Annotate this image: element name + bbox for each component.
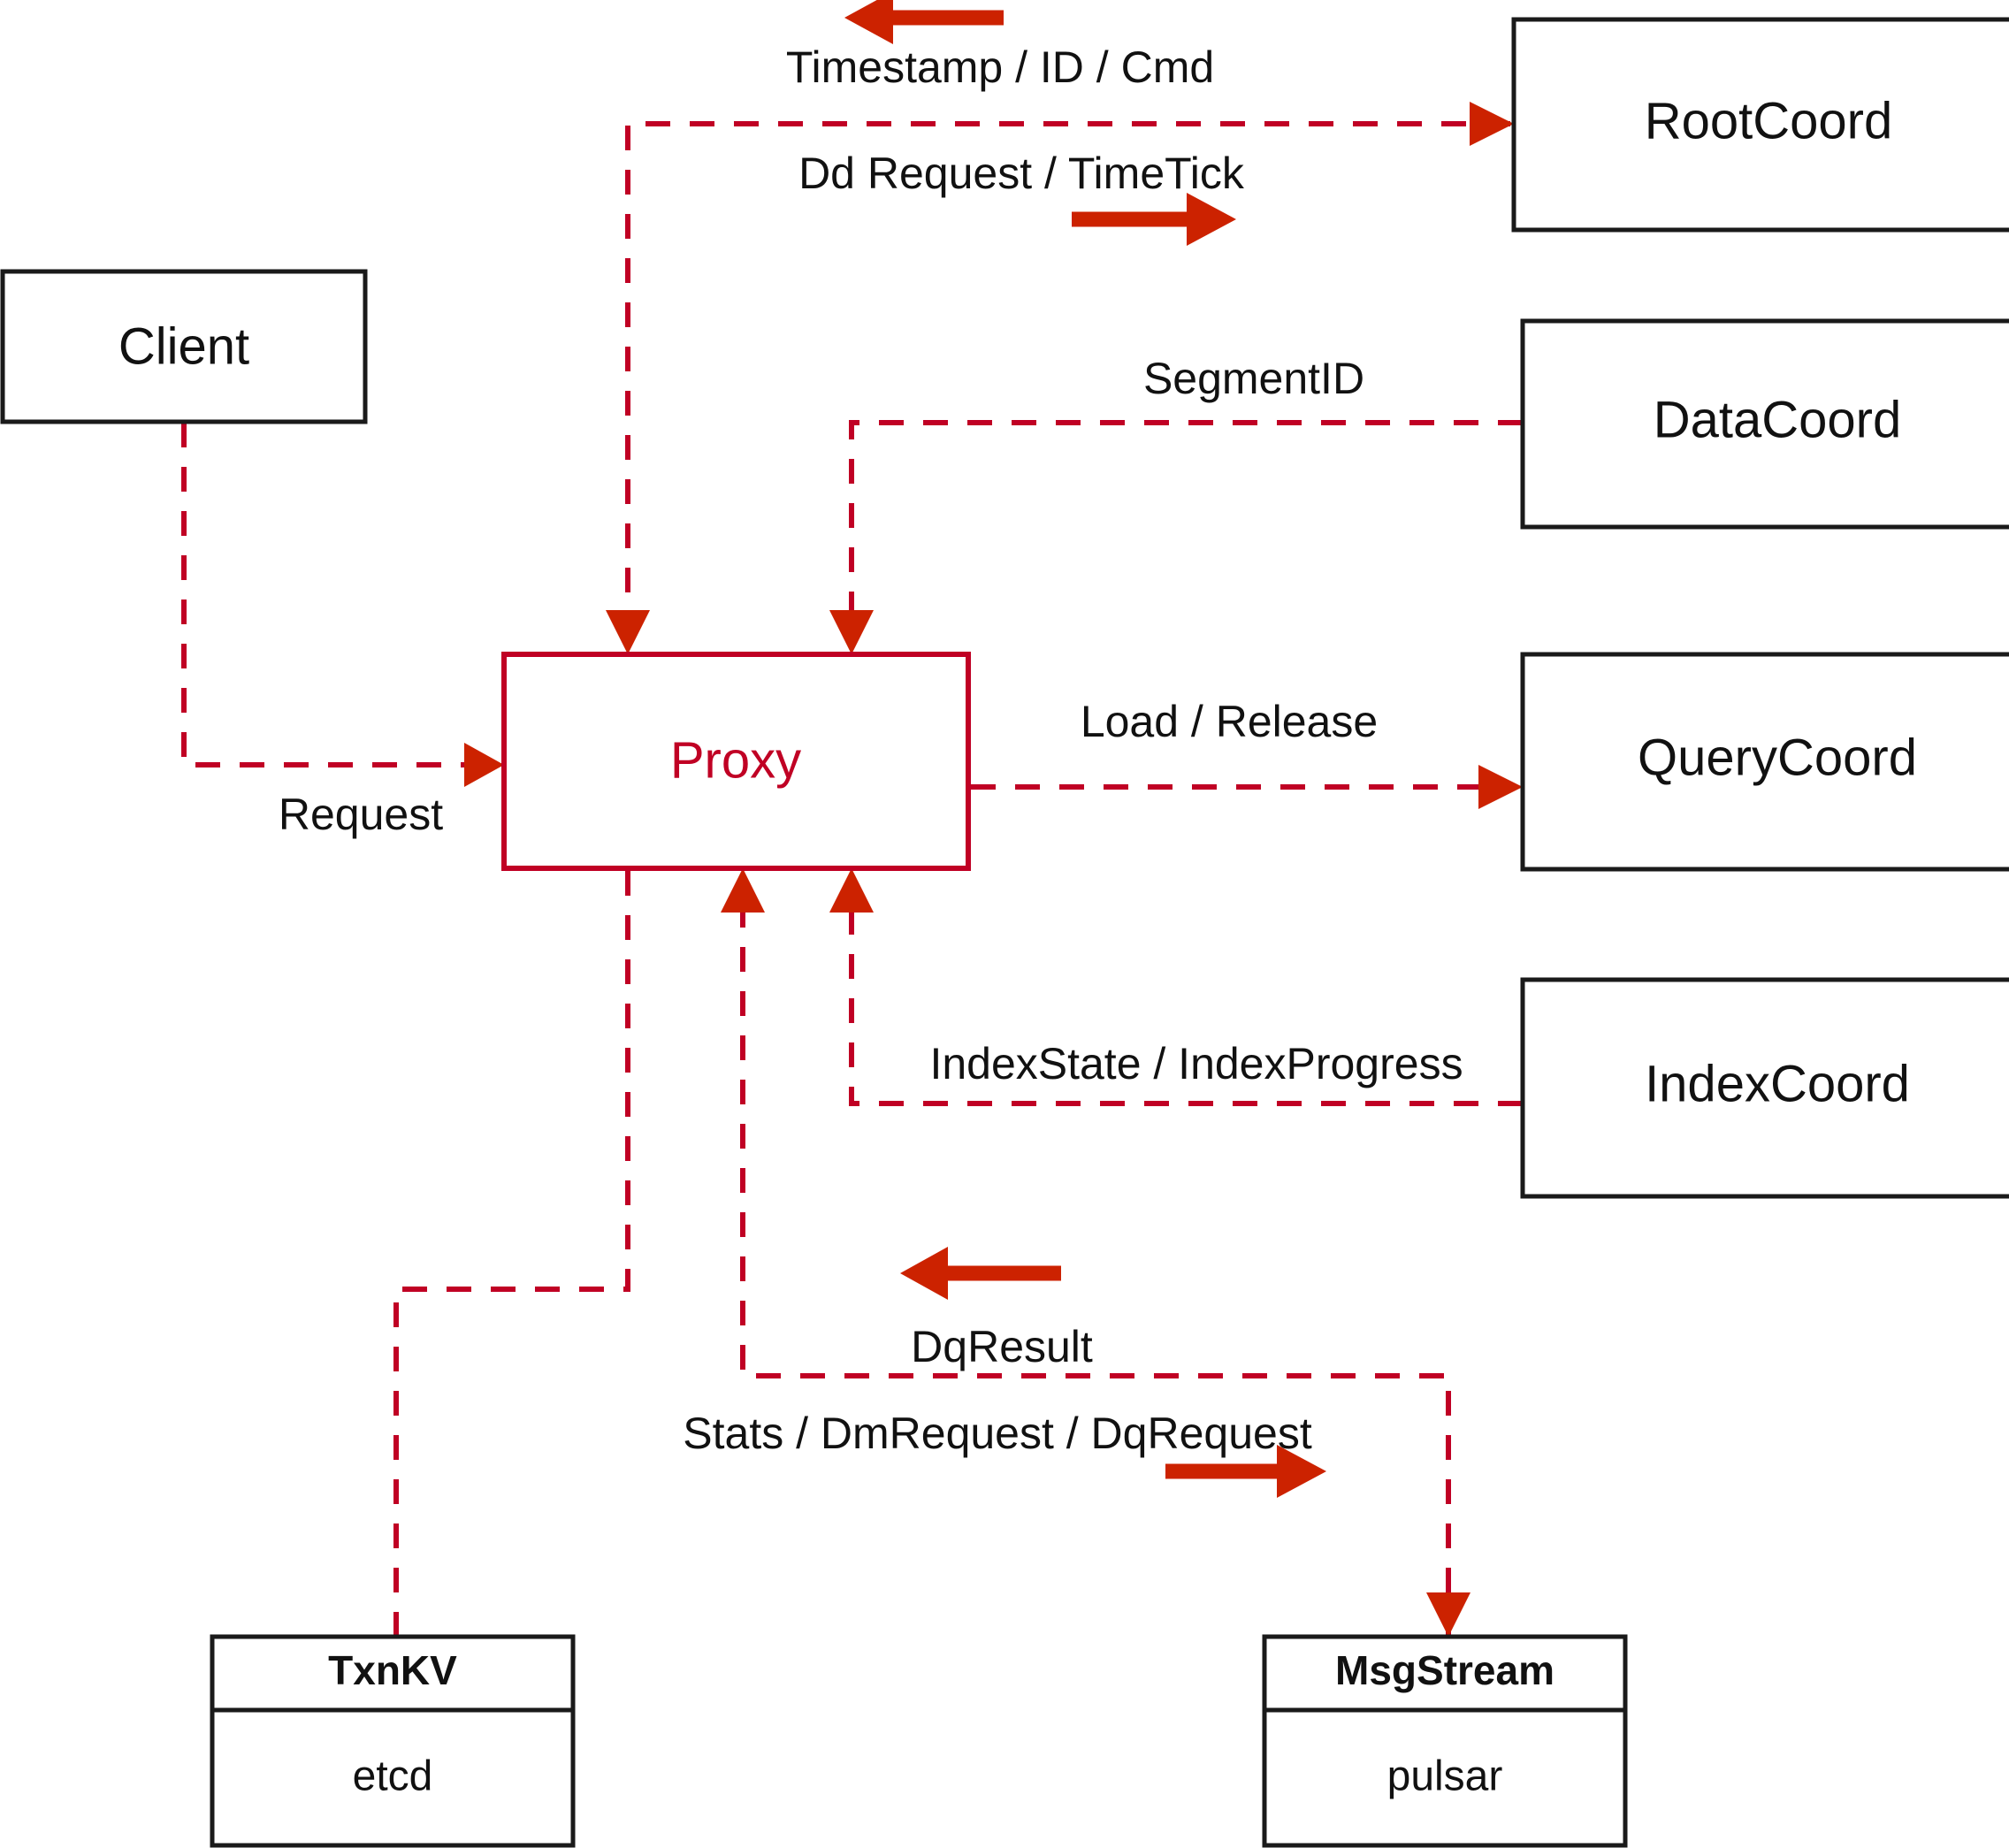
node-querycoord-label: QueryCoord bbox=[1638, 729, 1917, 786]
arrowhead-timestamp-into-proxy bbox=[606, 610, 650, 654]
edge-label-dd-request-timetick: Dd Request / TimeTick bbox=[798, 149, 1245, 198]
node-client[interactable]: Client bbox=[0, 269, 368, 424]
node-txnkv-impl: etcd bbox=[353, 1753, 433, 1800]
edge-line-txnkv bbox=[393, 871, 630, 1637]
arrowhead-into-rootcoord bbox=[1470, 102, 1514, 146]
edge-label-load-release: Load / Release bbox=[1081, 697, 1378, 746]
edge-label-segment-id: SegmentID bbox=[1143, 354, 1364, 403]
arrowhead-segmentid-into-proxy bbox=[829, 610, 874, 654]
node-datacoord[interactable]: DataCoord bbox=[1520, 318, 2009, 530]
node-indexcoord-box bbox=[1520, 977, 2009, 1199]
direction-arrow-stats-dm-dq-request bbox=[1165, 1445, 1326, 1498]
arrowhead-into-querycoord bbox=[1478, 765, 1523, 809]
node-indexcoord-label: IndexCoord bbox=[1645, 1055, 1910, 1112]
edge-line-index-state-progress bbox=[849, 895, 1523, 1106]
node-txnkv[interactable]: TxnKV etcd bbox=[210, 1634, 576, 1848]
edge-line-request bbox=[181, 423, 489, 767]
node-proxy-label: Proxy bbox=[670, 731, 801, 789]
edge-line-dq-result bbox=[740, 895, 1451, 1637]
direction-arrow-timestamp-id-cmd bbox=[844, 0, 1004, 44]
node-client-box bbox=[0, 269, 368, 424]
node-txnkv-title: TxnKV bbox=[328, 1647, 457, 1693]
node-rootcoord-box bbox=[1511, 17, 2009, 233]
node-querycoord-box bbox=[1520, 652, 2009, 872]
node-querycoord[interactable]: QueryCoord bbox=[1520, 652, 2009, 872]
node-txnkv-box bbox=[210, 1634, 576, 1848]
arrowhead-dqresult-into-proxy bbox=[721, 868, 765, 913]
direction-arrow-dq-result bbox=[900, 1247, 1061, 1300]
node-datacoord-label: DataCoord bbox=[1654, 391, 1901, 448]
arrowhead-indexstate-into-proxy bbox=[829, 868, 874, 913]
node-msgstream-title: MsgStream bbox=[1335, 1647, 1554, 1693]
node-msgstream[interactable]: MsgStream pulsar bbox=[1262, 1634, 1628, 1848]
node-datacoord-box bbox=[1520, 318, 2009, 530]
arrowhead-into-msgstream bbox=[1426, 1592, 1470, 1637]
node-client-label: Client bbox=[118, 317, 249, 375]
edge-label-request: Request bbox=[279, 790, 443, 839]
node-proxy-box bbox=[501, 652, 971, 871]
node-indexcoord[interactable]: IndexCoord bbox=[1520, 977, 2009, 1199]
node-msgstream-impl: pulsar bbox=[1387, 1753, 1503, 1800]
node-msgstream-box bbox=[1262, 1634, 1628, 1848]
edge-label-dq-result: DqResult bbox=[911, 1322, 1093, 1371]
edge-line-timestamp-id-cmd bbox=[625, 121, 1510, 632]
node-rootcoord[interactable]: RootCoord bbox=[1511, 17, 2009, 233]
node-rootcoord-label: RootCoord bbox=[1645, 92, 1892, 149]
edge-label-timestamp-id-cmd: Timestamp / ID / Cmd bbox=[786, 42, 1214, 92]
direction-arrow-dd-request-timetick bbox=[1072, 193, 1236, 246]
edge-label-stats-dm-dq-request: Stats / DmRequest / DqRequest bbox=[683, 1409, 1312, 1458]
node-proxy[interactable]: Proxy bbox=[501, 652, 971, 871]
edge-label-index-state-progress: IndexState / IndexProgress bbox=[929, 1039, 1463, 1088]
edge-line-segment-id bbox=[849, 420, 1523, 632]
arrowhead-request-into-proxy bbox=[464, 743, 504, 787]
